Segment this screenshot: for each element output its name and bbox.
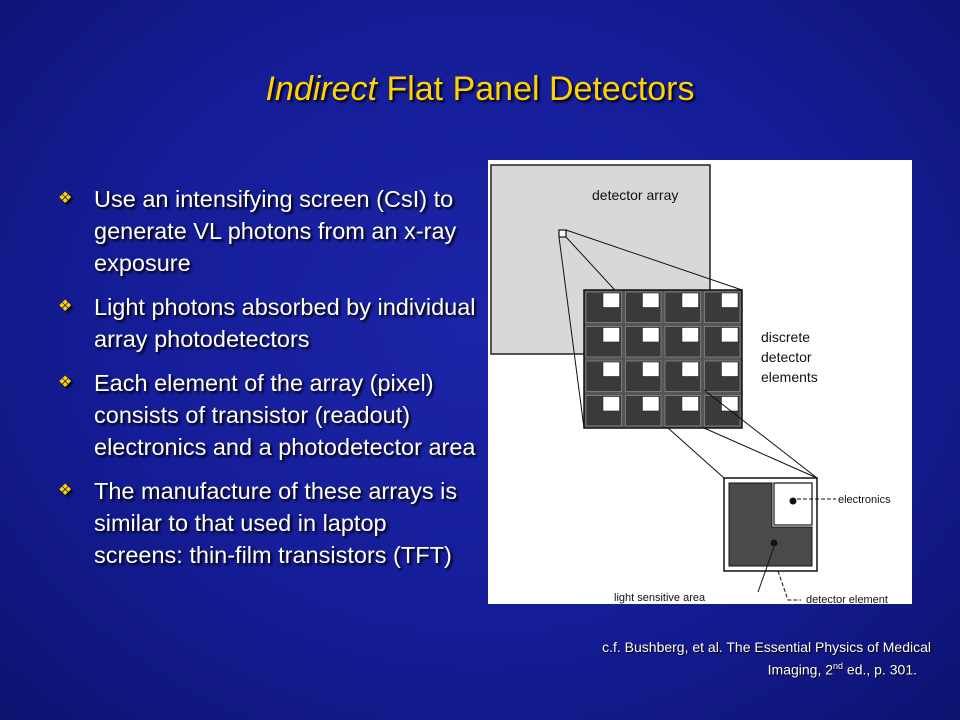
bullet-text: Each element of the array (pixel) consis… <box>94 370 476 460</box>
zoom-line <box>703 389 818 479</box>
diamond-bullet-icon: ❖ <box>58 482 73 499</box>
zoom-line <box>667 427 725 479</box>
zoom-line <box>703 427 818 479</box>
detector-element-leader <box>777 570 801 601</box>
bullet-item: ❖ Each element of the array (pixel) consi… <box>58 367 478 463</box>
slide-title: Indirect Flat Panel Detectors <box>0 70 960 109</box>
cell-electronics-square <box>721 396 739 412</box>
bullet-item: ❖ Light photons absorbed by individual ar… <box>58 291 478 355</box>
cell-electronics-square <box>602 396 620 412</box>
cell-electronics-square <box>721 327 739 343</box>
citation-line2-post: ed., p. 301. <box>843 661 917 678</box>
cell-electronics-square <box>681 361 699 377</box>
diamond-bullet-icon: ❖ <box>58 374 73 391</box>
bullet-text: The manufacture of these arrays is simil… <box>94 478 458 568</box>
zoom-line <box>565 229 743 291</box>
label-electronics: electronics <box>838 494 891 506</box>
light-sensitive-leader <box>757 546 775 593</box>
cell-electronics-square <box>602 292 620 308</box>
citation-line2: Imaging, 2nd ed., p. 301. <box>500 657 931 680</box>
electronics-dot <box>789 497 797 505</box>
cell-electronics-square <box>642 327 660 343</box>
detector-diagram: detector array discrete detector element… <box>488 160 912 604</box>
cell-electronics-square <box>642 396 660 412</box>
cell-electronics-square <box>681 396 699 412</box>
citation-line2-pre: Imaging, 2 <box>767 661 834 678</box>
bullet-item: ❖ The manufacture of these arrays is simi… <box>58 475 478 571</box>
cell-electronics-square <box>642 361 660 377</box>
cell-electronics-square <box>681 292 699 308</box>
cell-electronics-square <box>602 327 620 343</box>
label-detector: detector <box>761 349 812 365</box>
light-sensitive-area <box>728 482 813 567</box>
label-detector-array: detector array <box>592 187 678 203</box>
diamond-bullet-icon: ❖ <box>58 298 73 315</box>
label-elements: elements <box>761 369 818 385</box>
bullet-text: Light photons absorbed by individual arr… <box>94 294 476 352</box>
cell-electronics-square <box>721 292 739 308</box>
bullet-text: Use an intensifying screen (CsI) to gene… <box>94 186 457 276</box>
citation: c.f. Bushberg, et al. The Essential Phys… <box>500 638 931 680</box>
citation-sup: nd <box>833 661 844 671</box>
bullet-list: ❖ Use an intensifying screen (CsI) to gen… <box>58 183 478 583</box>
cell-electronics-square <box>681 327 699 343</box>
label-light-sensitive: light sensitive area <box>614 592 706 604</box>
sensitive-dot <box>770 539 778 547</box>
citation-line1: c.f. Bushberg, et al. The Essential Phys… <box>602 639 931 655</box>
detector-element-grid <box>583 289 743 429</box>
label-detector-element: detector element <box>806 594 888 604</box>
zoom-line <box>558 236 585 429</box>
diamond-bullet-icon: ❖ <box>58 190 73 207</box>
cell-electronics-square <box>642 292 660 308</box>
cell-electronics-square <box>602 361 620 377</box>
bullet-item: ❖ Use an intensifying screen (CsI) to gen… <box>58 183 478 279</box>
title-italic: Indirect <box>265 70 378 108</box>
detector-diagram-svg: detector array discrete detector element… <box>490 164 891 604</box>
selected-pixel-marker <box>558 229 567 238</box>
cell-electronics-square <box>721 361 739 377</box>
label-discrete: discrete <box>761 329 810 345</box>
title-rest: Flat Panel Detectors <box>377 70 695 108</box>
